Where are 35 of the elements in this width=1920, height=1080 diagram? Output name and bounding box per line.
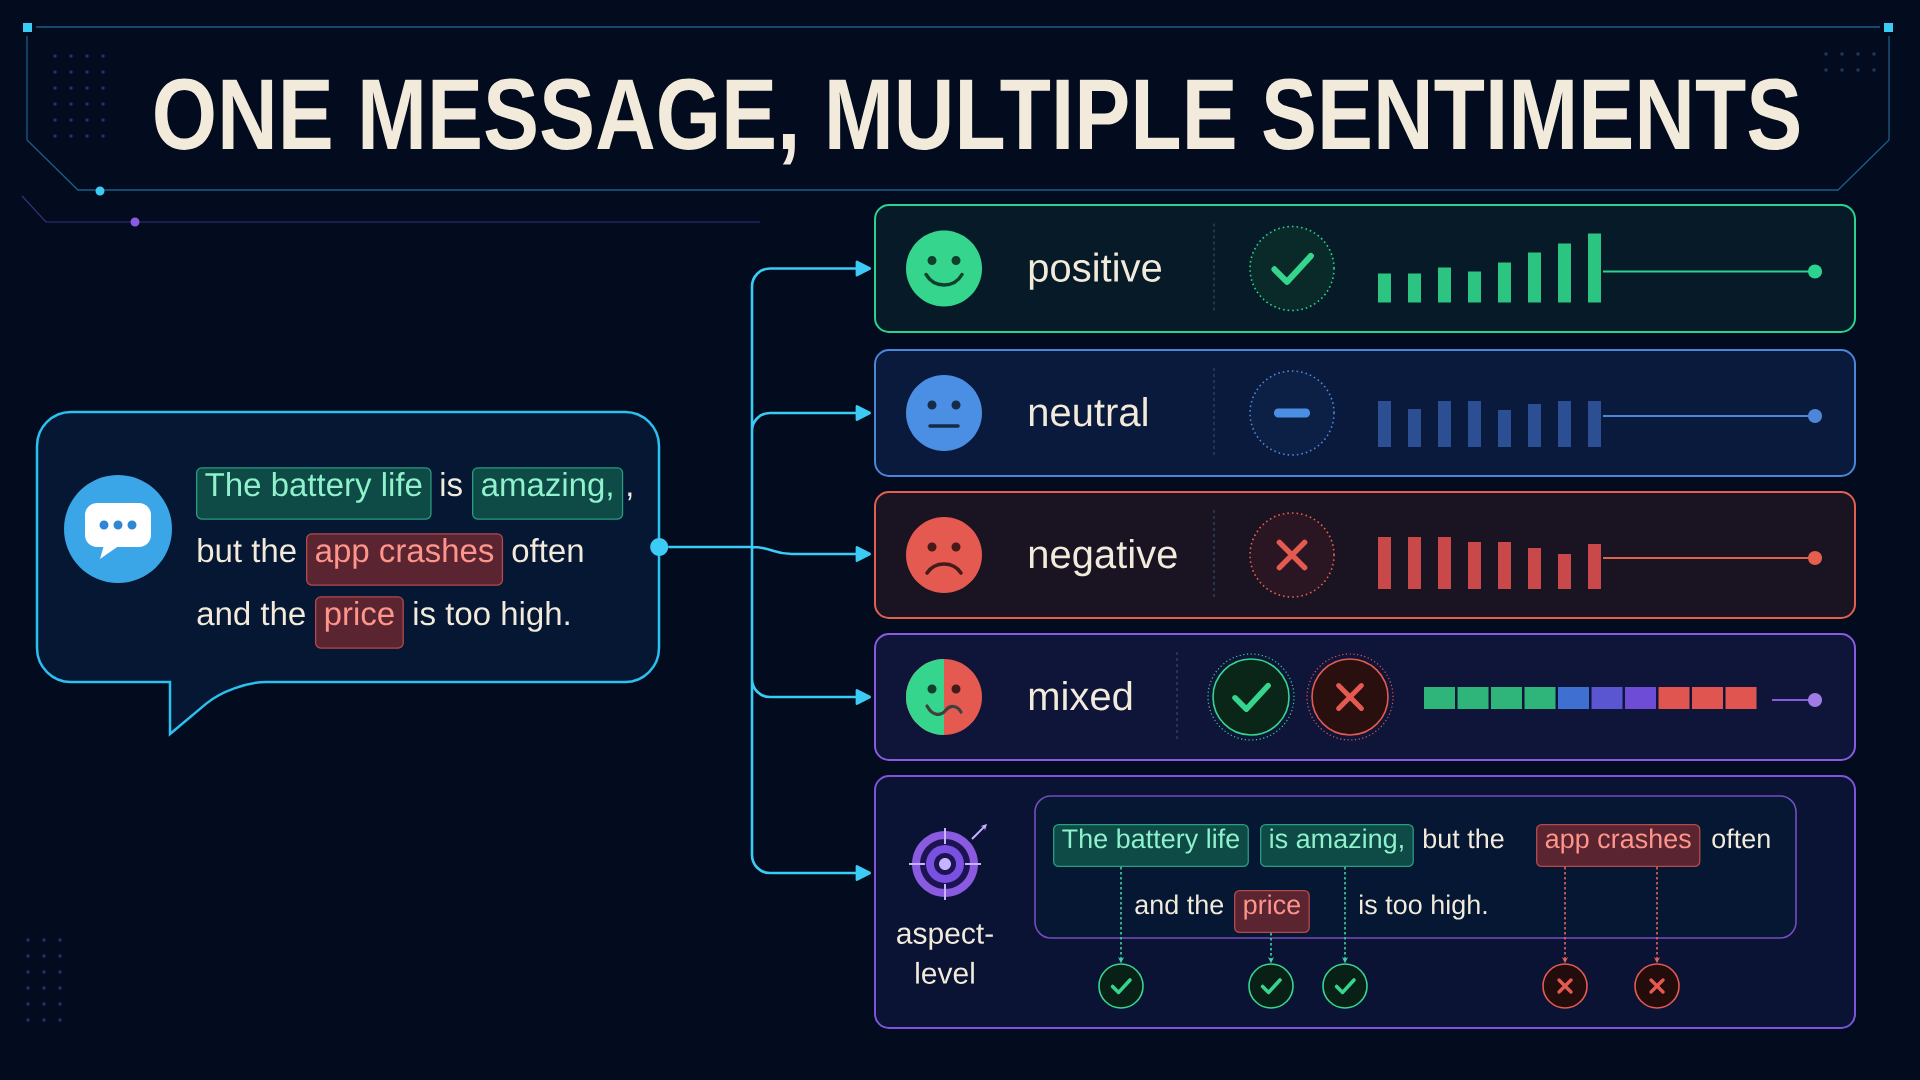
highlighted-phrase: app crashes — [306, 533, 504, 586]
highlighted-phrase: app crashes — [1536, 823, 1701, 868]
check-icon — [1098, 963, 1144, 1009]
check-icon — [1248, 963, 1294, 1009]
check-icon — [1322, 963, 1368, 1009]
highlighted-phrase: price — [1234, 889, 1310, 934]
arrow — [770, 260, 871, 277]
sentiment-label: negative — [1029, 539, 1177, 577]
sentence-text: but the — [198, 538, 296, 563]
sentence-text: but the — [1423, 828, 1504, 849]
sentiment-label: neutral — [1029, 397, 1147, 427]
highlighted-phrase: price — [315, 596, 404, 649]
cross-icon — [1634, 963, 1680, 1009]
arrow — [770, 405, 871, 421]
highlighted-phrase: The battery life — [1053, 823, 1249, 868]
sentence-text: often — [512, 538, 583, 563]
highlighted-phrase: The battery life — [196, 467, 432, 520]
highlighted-phrase: is amazing, — [1260, 823, 1414, 868]
aspect-label: aspect- level — [897, 924, 993, 984]
sentence-text: and the — [1135, 894, 1224, 915]
title: ONE MESSAGE, MULTIPLE SENTIMENTS — [155, 78, 1800, 165]
connector-line — [666, 267, 794, 875]
sentiment-label: mixed — [1029, 681, 1132, 711]
sentence-text: , — [628, 492, 632, 501]
highlighted-phrase: amazing, — [472, 467, 624, 520]
sentiment-label: positive — [1029, 252, 1162, 290]
sentence-text: often — [1712, 828, 1770, 849]
sentence-text: is too high. — [1360, 894, 1487, 920]
arrow — [770, 865, 871, 881]
sentence-text: and the — [197, 601, 305, 626]
arrow — [770, 689, 871, 705]
sentence-text: is — [441, 472, 462, 497]
sentence-text: is too high. — [414, 601, 569, 632]
arrow — [792, 546, 871, 562]
cross-icon — [1542, 963, 1588, 1009]
